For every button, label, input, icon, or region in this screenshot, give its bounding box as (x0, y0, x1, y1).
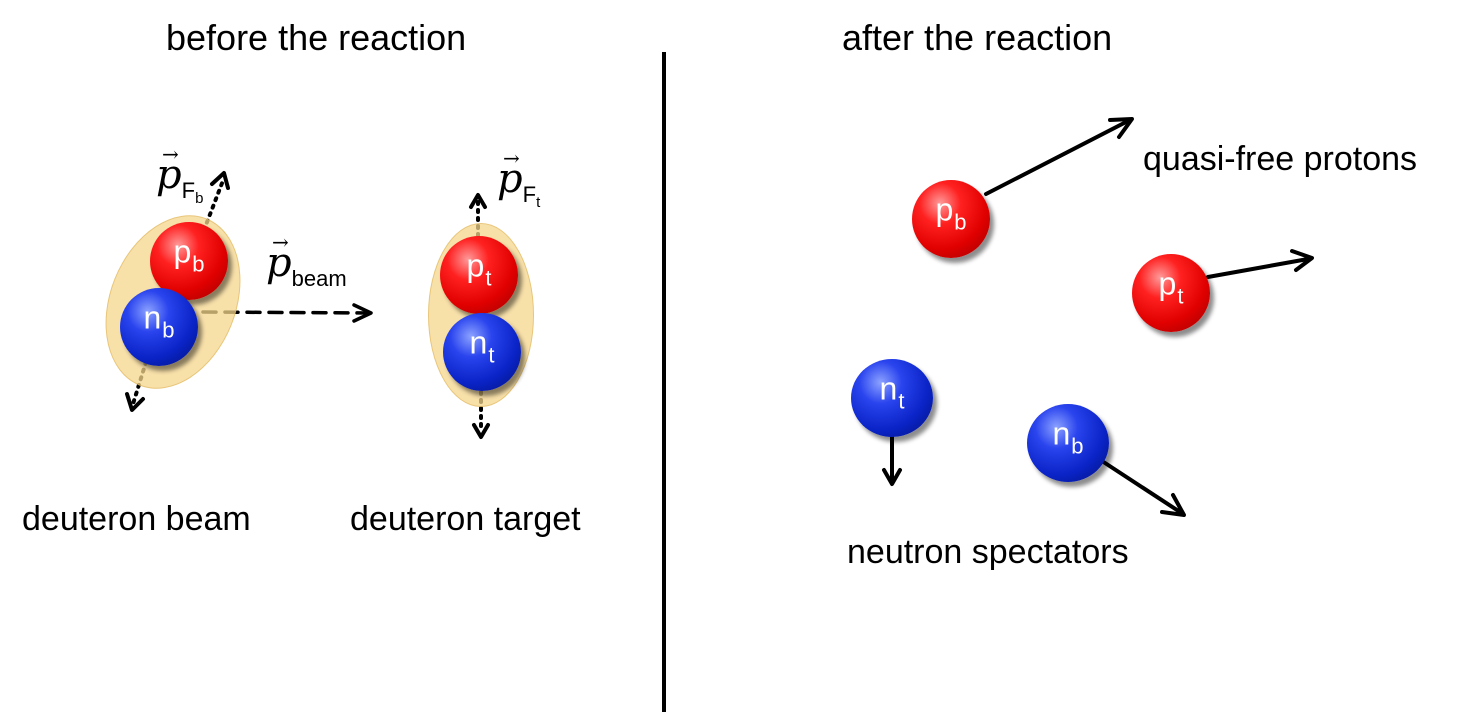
arrowhead-proton-t-out (1290, 249, 1314, 272)
beam-momentum-arrowhead (352, 303, 373, 323)
arrowhead-neutron-t-out (882, 468, 902, 486)
arrowhead-proton-b-out (1108, 117, 1134, 139)
arrow-proton-b-out (984, 119, 1130, 196)
title-before-reaction: before the reaction (166, 17, 467, 58)
section-divider (662, 52, 666, 712)
neutron-target-before: nt (443, 313, 521, 391)
proton-beam-before: pb (150, 222, 228, 300)
fermi-arrowhead-beam-down (125, 392, 145, 412)
quasi-free-protons-label: quasi-free protons (1143, 140, 1418, 178)
arrow-neutron-b-out (1100, 459, 1182, 514)
arrow-proton-t-out (1206, 257, 1310, 279)
proton-target-after: pt (1132, 254, 1210, 332)
fermi-momentum-beam-label: pFb (156, 152, 203, 207)
neutron-spectators-label: neutron spectators (847, 533, 1129, 571)
neutron-beam-after: nb (1027, 404, 1109, 482)
proton-target-before: pt (440, 236, 518, 314)
deuteron-target-label: deuteron target (350, 500, 581, 538)
arrowhead-neutron-b-out (1160, 493, 1186, 517)
beam-momentum-label: pbeam (266, 240, 347, 292)
fermi-momentum-target-label: pFt (497, 156, 540, 211)
neutron-target-after: nt (851, 359, 933, 437)
proton-beam-after: pb (912, 180, 990, 258)
fermi-arrowhead-target-down (472, 423, 490, 439)
neutron-beam-before: nb (120, 288, 198, 366)
fermi-arrowhead-target-up (469, 193, 487, 209)
title-after-reaction: after the reaction (842, 17, 1113, 58)
fermi-arrowhead-beam-up (210, 171, 230, 190)
deuteron-beam-label: deuteron beam (22, 500, 251, 538)
